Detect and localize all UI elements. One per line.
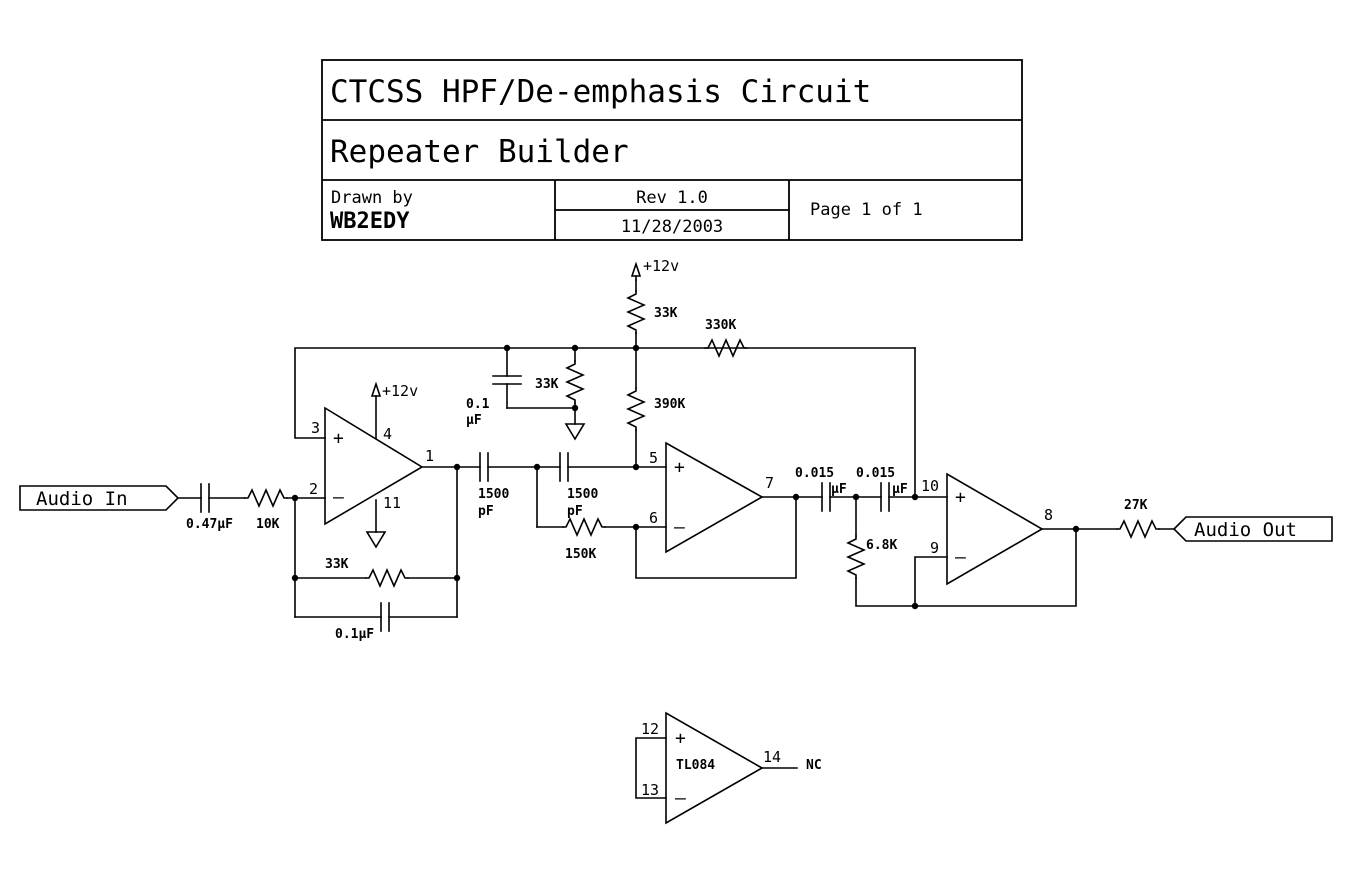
capacitor-c-de1 — [821, 482, 831, 512]
opamp-u3-pin-minus: 9 — [930, 539, 939, 557]
power-label-bias: +12v — [643, 257, 679, 275]
schematic-title: CTCSS HPF/De-emphasis Circuit — [330, 74, 871, 110]
junctions — [291, 344, 1080, 610]
opamp-u4-pin-out: 14 — [763, 748, 781, 766]
resistor-r-out — [1116, 519, 1160, 539]
page-label: Page 1 of 1 — [810, 200, 923, 220]
capacitor-c-hp2 — [559, 452, 569, 482]
opamp-u3: + – 10 9 8 — [921, 472, 1053, 586]
label-c-de2: 0.015 — [856, 466, 895, 481]
no-connect-label: NC — [806, 758, 822, 773]
opamp-u4: + – 12 13 14 TL084 NC — [641, 711, 822, 825]
capacitor-c-de2 — [880, 482, 890, 512]
revision-label: Rev 1.0 — [636, 188, 708, 208]
label-c-de1-unit: µF — [831, 482, 847, 497]
opamp-u1-pin-vcc: 4 — [383, 425, 392, 443]
label-c-de1: 0.015 — [795, 466, 834, 481]
resistor-r-bias-mid — [626, 387, 646, 431]
audio-in-port: Audio In — [19, 485, 180, 511]
label-r-de: 6.8K — [866, 538, 897, 553]
opamp-u4-minus-sign: – — [675, 788, 686, 809]
resistor-r-fb2 — [562, 517, 606, 537]
opamp-u1-minus-sign: – — [333, 487, 344, 508]
opamp-part-number: TL084 — [676, 758, 715, 773]
label-c-decouple: 0.1 — [466, 397, 490, 412]
ground-symbol-decouple — [564, 423, 586, 441]
ground-symbol-u1 — [365, 499, 387, 549]
power-symbol-bias: +12v — [630, 257, 679, 281]
project-name: Repeater Builder — [330, 134, 629, 170]
power-label-u1: +12v — [382, 382, 418, 400]
resistor-r-decouple — [565, 360, 585, 404]
drawn-by-label: Drawn by — [331, 188, 413, 208]
date-label: 11/28/2003 — [621, 217, 723, 237]
label-c-de2-unit: µF — [892, 482, 908, 497]
power-symbol-u1: +12v — [370, 381, 418, 439]
opamp-u2-pin-minus: 6 — [649, 509, 658, 527]
title-block-frame — [321, 59, 1023, 241]
label-c-hp2-unit: pF — [567, 504, 583, 519]
resistor-r-bias-top — [626, 290, 646, 334]
opamp-u1-pin-plus: 3 — [311, 419, 320, 437]
component-labels: 0.47µF 10K 33K 0.1µF 1500 pF 1500 pF 150… — [186, 306, 1148, 642]
title-block: CTCSS HPF/De-emphasis Circuit Repeater B… — [321, 59, 1023, 241]
opamp-u2-pin-out: 7 — [765, 474, 774, 492]
label-r-bias-pull: 330K — [705, 318, 736, 333]
opamp-u3-pin-out: 8 — [1044, 506, 1053, 524]
opamp-u4-plus-sign: + — [675, 728, 686, 749]
label-c-hp2: 1500 — [567, 487, 598, 502]
resistor-r-bias-pull — [704, 338, 748, 358]
resistor-r-fb1 — [365, 568, 409, 588]
label-r-bias-top: 33K — [654, 306, 678, 321]
opamp-u3-minus-sign: – — [955, 547, 966, 568]
opamp-u1: + – 3 2 1 4 11 — [309, 406, 434, 526]
label-r-out: 27K — [1124, 498, 1148, 513]
opamp-u1-pin-gnd: 11 — [383, 494, 401, 512]
drawn-by-name: WB2EDY — [330, 209, 410, 234]
audio-in-label: Audio In — [36, 488, 128, 510]
opamp-u4-pin-minus: 13 — [641, 781, 659, 799]
opamp-u1-pin-minus: 2 — [309, 480, 318, 498]
opamp-u3-pin-plus: 10 — [921, 477, 939, 495]
label-r-bias-mid: 390K — [654, 397, 685, 412]
audio-out-port: Audio Out — [1172, 516, 1333, 542]
label-c-in: 0.47µF — [186, 517, 233, 532]
opamp-u2-pin-plus: 5 — [649, 449, 658, 467]
opamp-u2: + – 5 6 7 — [649, 441, 774, 554]
opamp-u1-pin-out: 1 — [425, 447, 434, 465]
label-r-fb1: 33K — [325, 557, 349, 572]
label-c-decouple-unit: µF — [466, 413, 482, 428]
capacitor-c-hp1 — [479, 452, 489, 482]
label-r-decouple: 33K — [535, 377, 559, 392]
audio-out-label: Audio Out — [1194, 519, 1297, 541]
opamp-u2-plus-sign: + — [674, 457, 685, 478]
label-r-in: 10K — [256, 517, 280, 532]
capacitor-c-fb1 — [380, 602, 390, 632]
resistor-r-de — [846, 535, 866, 579]
opamp-u3-plus-sign: + — [955, 487, 966, 508]
capacitor-c-in — [200, 483, 210, 513]
label-c-hp1-unit: pF — [478, 504, 494, 519]
capacitor-c-decouple — [492, 375, 522, 385]
wires — [177, 279, 1175, 799]
opamp-u4-pin-plus: 12 — [641, 720, 659, 738]
label-c-fb1: 0.1µF — [335, 627, 374, 642]
label-c-hp1: 1500 — [478, 487, 509, 502]
opamp-u2-minus-sign: – — [674, 517, 685, 538]
opamp-u1-plus-sign: + — [333, 428, 344, 449]
resistor-r-in — [244, 488, 288, 508]
label-r-fb2: 150K — [565, 547, 596, 562]
